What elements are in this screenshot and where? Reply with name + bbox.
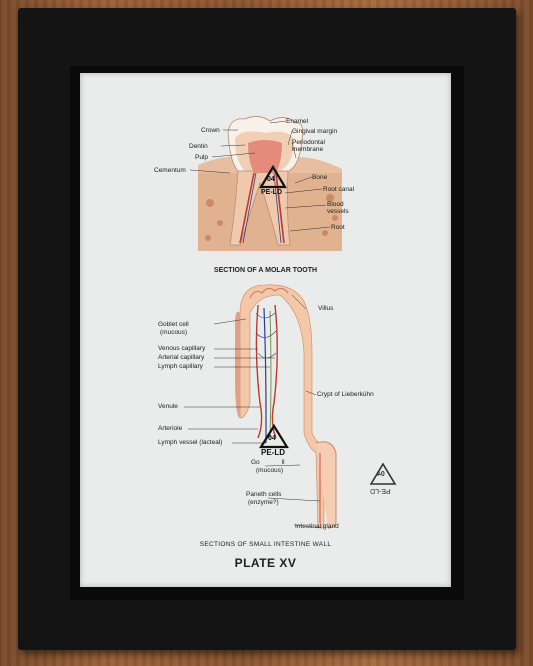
recycle-symbol-sticker-mirrored (369, 462, 397, 485)
recycle-material-1: PE-LD (261, 189, 282, 196)
plate-number: PLATE XV (234, 556, 297, 570)
label-enamel: Enamel (286, 118, 309, 125)
label-cementum: Cementum (154, 167, 186, 174)
recycle-material-mirrored: PE-LD (370, 487, 391, 494)
label-lymph-capillary: Lymph capillary (158, 363, 203, 370)
label-goblet-mucous: (mucous) (160, 329, 188, 336)
label-crown: Crown (201, 127, 220, 134)
label-goblet-cell-2-end: ll (281, 459, 285, 466)
anatomy-illustration (184, 116, 397, 529)
recycle-code-2: 04 (268, 435, 276, 442)
label-paneth-enzyme: (enzyme?) (248, 499, 279, 506)
label-arterial-capillary: Arterial capillary (158, 354, 205, 361)
label-goblet-cell: Goblet cell (158, 321, 189, 328)
label-bone: Bone (312, 174, 328, 181)
label-periodontal: Periodontal (292, 139, 325, 146)
label-paneth-cells: Paneth cells (246, 491, 282, 498)
label-crypt: Crypt of Lieberkühn (317, 391, 374, 398)
label-goblet-cell-2-start: Go (251, 459, 260, 466)
label-intestinal-gland: Intestinal gland (295, 523, 339, 530)
label-venule: Venule (158, 403, 178, 410)
anatomy-plate-print: Crown Enamel Gingival margin Dentin Peri… (80, 73, 451, 587)
label-vessels: vessels (327, 208, 349, 215)
intestine-leader-lines (184, 294, 323, 529)
label-villus: Villus (318, 305, 334, 312)
recycle-material-2: PE-LD (261, 448, 285, 457)
label-blood: Blood (327, 201, 344, 208)
recycle-symbol-sticker (259, 164, 287, 189)
recycle-code-mirrored: 04 (377, 471, 385, 478)
label-lymph-vessel: Lymph vessel (lacteal) (158, 439, 223, 446)
label-membrane: membrane (292, 146, 324, 153)
intestine-wall-drawing (235, 284, 337, 529)
recycle-symbol-sticker-2 (259, 423, 289, 449)
label-root-canal: Root canal (323, 186, 355, 193)
caption-molar-tooth: SECTION OF A MOLAR TOOTH (213, 267, 318, 274)
label-venous-capillary: Venous capillary (158, 345, 206, 352)
recycle-code-1: 04 (267, 176, 275, 183)
label-goblet-cell-2: Go ll (251, 459, 285, 467)
label-pulp: Pulp (195, 154, 209, 161)
label-root: Root (331, 224, 345, 231)
label-arteriole: Arteriole (158, 425, 183, 432)
label-dentin: Dentin (189, 143, 208, 150)
label-gingival-margin: Gingival margin (292, 128, 338, 135)
tooth-leader-lines (189, 120, 331, 232)
molar-tooth-drawing (198, 116, 342, 251)
label-goblet-2-mucous: (mucous) (256, 467, 284, 474)
caption-intestine-wall: SECTIONS OF SMALL INTESTINE WALL (199, 541, 332, 548)
